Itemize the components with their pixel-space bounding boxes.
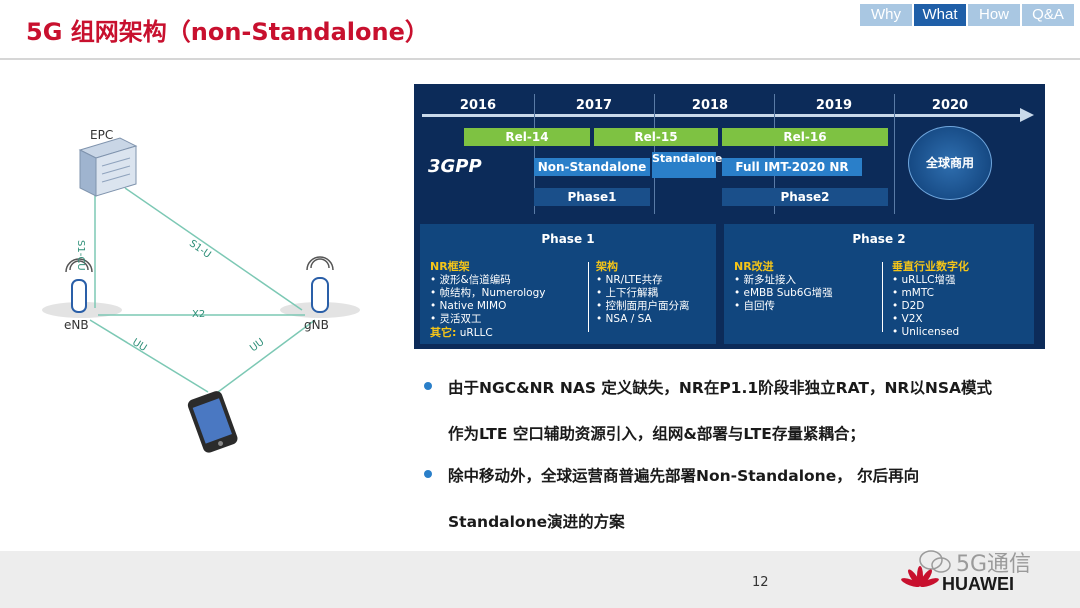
phase1-detail-box: Phase 1 NR框架 • 波形&信道编码 • 帧结构，Numerology … <box>420 224 716 344</box>
phase1-other-item: uRLLC <box>459 327 493 339</box>
phase2-col1: NR改进 • 新多址接入 • eMBB Sub6G增强 • 自回传 <box>734 258 833 313</box>
link-uu-right-line <box>217 319 316 393</box>
enb-antenna-icon <box>65 258 93 313</box>
tab-how[interactable]: How <box>968 4 1020 26</box>
list-item: • NSA / SA <box>596 313 652 325</box>
phase2-detail-box: Phase 2 NR改进 • 新多址接入 • eMBB Sub6G增强 • 自回… <box>724 224 1034 344</box>
list-item: • 自回传 <box>734 300 776 312</box>
wechat-account-name: 5G通信 <box>956 552 1032 577</box>
huawei-logo-icon <box>900 566 940 600</box>
list-item: • 灵活双工 <box>430 313 482 325</box>
timeline-arrowhead-icon <box>1020 108 1034 122</box>
list-item: • 上下行解耦 <box>596 287 659 299</box>
bullet-2-line-2: Standalone演进的方案 <box>448 513 625 531</box>
phase2-title: Phase 2 <box>852 232 906 246</box>
list-item: • D2D <box>892 300 925 312</box>
phase2-col2-head: 垂直行业数字化 <box>892 260 969 273</box>
list-item: • 波形&信道编码 <box>430 274 511 286</box>
phase1-col1-head: NR框架 <box>430 260 470 273</box>
bullet-dot-icon <box>424 470 432 478</box>
phase1-other-head: 其它: <box>430 326 457 339</box>
wechat-icon <box>919 550 951 573</box>
list-item: • uRLLC增强 <box>892 274 956 286</box>
rel14-bar: Rel-14 <box>464 128 590 146</box>
year-2017: 2017 <box>575 98 613 113</box>
epc-server-icon <box>78 137 138 197</box>
link-s1u-line <box>124 187 303 311</box>
list-item: • NR/LTE共存 <box>596 274 663 286</box>
gnb-label: gNB <box>304 318 329 332</box>
bullet-2-line-1: 除中移动外，全球运营商普遍先部署Non-Standalone， 尔后再向 <box>448 467 920 485</box>
phase1-col1: NR框架 • 波形&信道编码 • 帧结构，Numerology • Native… <box>430 258 545 340</box>
link-uu-left-line <box>89 319 209 393</box>
bullet-1-line-1: 由于NGC&NR NAS 定义缺失，NR在P1.1阶段非独立RAT，NR以NSA… <box>448 379 992 397</box>
nsa-bar: Non-Standalone <box>534 158 650 176</box>
page-title: 5G 组网架构（non-Standalone） <box>26 18 429 46</box>
network-diagram <box>42 137 360 453</box>
nav-tabs: Why What How Q&A <box>858 4 1074 26</box>
phase1-col2-head: 架构 <box>596 260 618 273</box>
tab-qa[interactable]: Q&A <box>1022 4 1074 26</box>
timeline-panel: 2016 2017 2018 2019 2020 Rel-14 Rel-15 R… <box>414 84 1045 349</box>
phase1-title: Phase 1 <box>541 232 595 246</box>
3gpp-logo: 3GPP <box>428 156 482 177</box>
year-2018: 2018 <box>691 98 729 113</box>
huawei-brand-text: HUAWEI <box>942 574 1014 594</box>
global-commercial-badge: 全球商用 <box>908 126 992 200</box>
title-divider <box>0 58 1080 60</box>
phase2-col2: 垂直行业数字化 • uRLLC增强 • mMTC • D2D • V2X • U… <box>892 258 969 339</box>
list-item: • mMTC <box>892 287 934 299</box>
wechat-watermark: 5G通信 <box>918 546 1031 578</box>
timeline-arrow <box>422 114 1022 117</box>
page-number: 12 <box>752 575 769 590</box>
enb-label: eNB <box>64 318 89 332</box>
smartphone-icon <box>187 391 238 453</box>
link-x2-label: X2 <box>192 309 206 320</box>
epc-label: EPC <box>90 128 114 142</box>
list-item: • eMBB Sub6G增强 <box>734 287 833 299</box>
bullet-dot-icon <box>424 382 432 390</box>
year-2020: 2020 <box>931 98 969 113</box>
footer-bar <box>0 551 1080 608</box>
tab-why[interactable]: Why <box>860 4 912 26</box>
phase2-col1-head: NR改进 <box>734 260 774 273</box>
list-item: • 控制面用户面分离 <box>596 300 690 312</box>
list-item: • 帧结构，Numerology <box>430 287 546 299</box>
phase2-bar: Phase2 <box>722 188 888 206</box>
list-item: • Unlicensed <box>892 326 960 338</box>
bullet-1-line-2: 作为LTE 空口辅助资源引入，组网&部署与LTE存量紧耦合； <box>448 425 865 443</box>
year-2019: 2019 <box>815 98 853 113</box>
list-item: • Native MIMO <box>430 300 507 312</box>
rel16-bar: Rel-16 <box>722 128 888 146</box>
gnb-antenna-icon <box>306 256 334 313</box>
year-2016: 2016 <box>459 98 497 113</box>
rel15-bar: Rel-15 <box>594 128 718 146</box>
tab-what[interactable]: What <box>914 4 966 26</box>
full-imt2020-bar: Full IMT-2020 NR <box>722 158 862 176</box>
sa-bar: Standalone <box>652 152 722 178</box>
link-s1cu-label: S1-CU <box>75 240 86 271</box>
list-item: • 新多址接入 <box>734 274 797 286</box>
phase1-bar: Phase1 <box>534 188 650 206</box>
phase1-col2: 架构 • NR/LTE共存 • 上下行解耦 • 控制面用户面分离 • NSA /… <box>596 258 690 326</box>
list-item: • V2X <box>892 313 923 325</box>
